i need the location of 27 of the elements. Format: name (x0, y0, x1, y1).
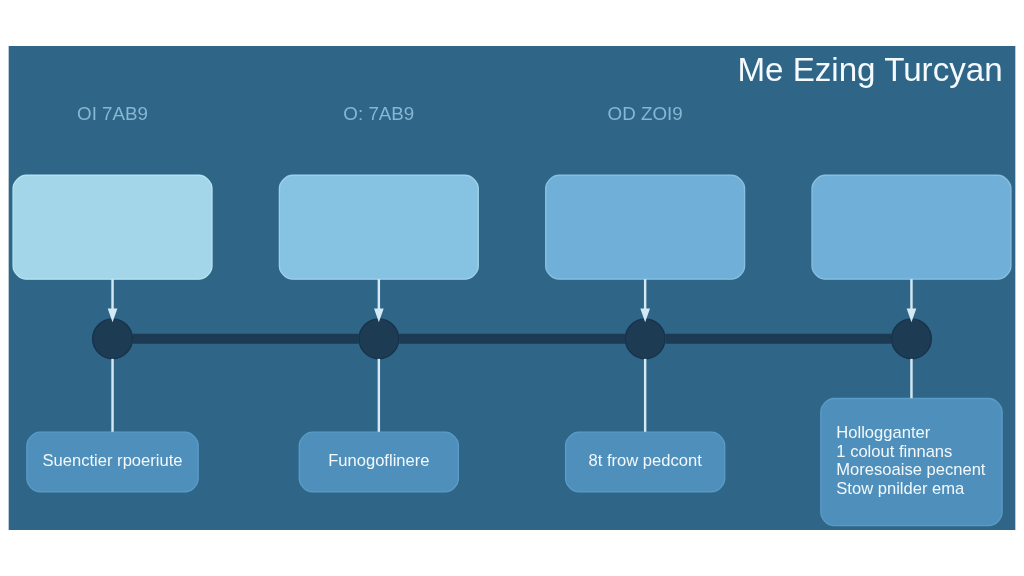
node-box (278, 174, 479, 280)
node-box: Funogoflinere (298, 431, 460, 493)
connector (399, 333, 625, 344)
arrow (107, 279, 118, 323)
diagram-title: Me Ezing Turcyan (737, 51, 1003, 89)
node-box (12, 174, 213, 280)
node-box: 8t frow pedcont (564, 431, 726, 493)
arrow (906, 279, 917, 323)
node-box: Suenctier rpoeriute (26, 431, 199, 493)
connector (377, 358, 381, 432)
label: OI 7AB9 (77, 103, 148, 125)
node-box (811, 174, 1012, 280)
connector (132, 333, 359, 344)
node-box (545, 174, 746, 280)
connector (111, 358, 114, 432)
node-circle (890, 318, 933, 360)
label: O: 7AB9 (343, 103, 415, 125)
connector (643, 358, 647, 432)
arrow (640, 279, 650, 323)
node-circle (91, 318, 134, 360)
connector (665, 333, 892, 344)
label: OD ZOI9 (607, 103, 683, 125)
node-box: Hollogganter 1 colout finnans Moresoaise pecnent Stow pnilder ema (820, 397, 1003, 527)
node-circle (358, 318, 400, 360)
connector (910, 358, 913, 399)
node-circle (624, 318, 666, 360)
arrow (374, 279, 384, 323)
